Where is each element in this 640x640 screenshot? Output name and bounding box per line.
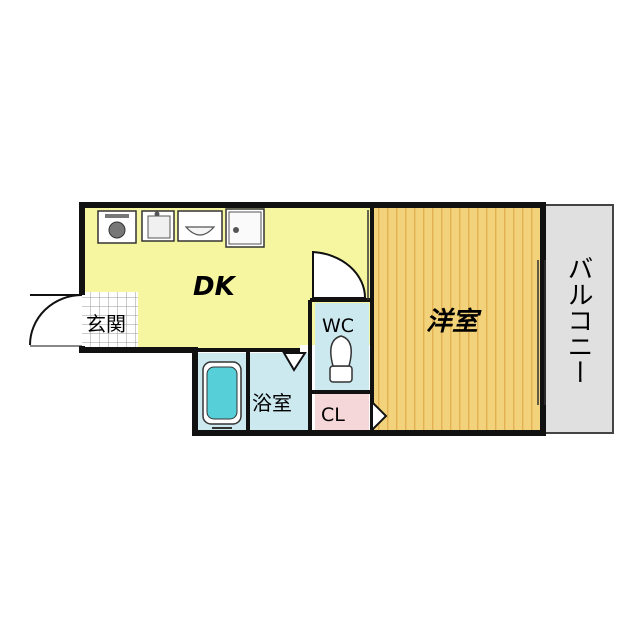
closet-floor xyxy=(315,394,369,431)
room-label-wc: WC xyxy=(322,315,354,337)
toilet-icon xyxy=(329,335,353,383)
western-room-floor xyxy=(372,205,540,430)
room-label-entrance: 玄関 xyxy=(86,312,126,336)
balcony xyxy=(542,204,614,434)
bathtub-icon xyxy=(202,361,242,429)
sink-icon xyxy=(177,210,223,242)
door-swing-icon xyxy=(29,294,83,347)
door-swing-icon xyxy=(312,250,367,299)
window-sash xyxy=(537,260,546,405)
door-swing-icon xyxy=(282,352,307,372)
door-swing-icon xyxy=(371,399,388,433)
interior-walls xyxy=(82,205,374,433)
washer-icon xyxy=(225,208,265,248)
room-label-dk: DK xyxy=(193,272,237,302)
room-label-closet: CL xyxy=(321,404,345,426)
room-label-western: 洋室 xyxy=(426,307,482,337)
stove-icon xyxy=(97,210,137,244)
room-label-balcony: バルコニー xyxy=(563,255,593,385)
counter-sink-icon xyxy=(141,210,175,242)
entrance-floor xyxy=(82,292,138,348)
room-label-bath: 浴室 xyxy=(252,391,292,415)
